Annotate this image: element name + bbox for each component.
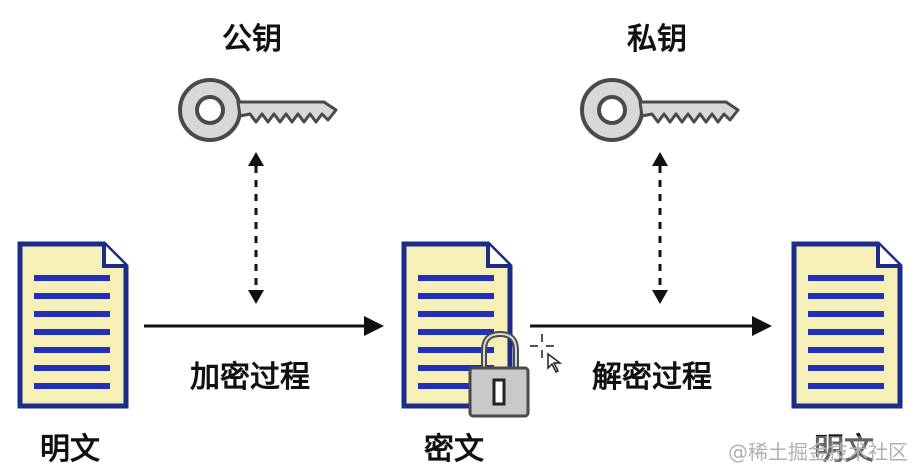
decrypted-plaintext-label: 明文 (814, 432, 874, 467)
padlock-icon (468, 330, 530, 418)
private-key-label: 私钥 (627, 22, 687, 57)
private-key-dashed-arrow (652, 152, 668, 304)
plaintext-label: 明文 (40, 432, 100, 467)
decrypt-process-label: 解密过程 (592, 360, 712, 395)
public-key-icon (178, 78, 338, 142)
plaintext-document-icon (17, 241, 129, 409)
decrypted-document-icon (791, 241, 903, 409)
public-key-label: 公钥 (222, 22, 282, 57)
public-key-dashed-arrow (248, 152, 264, 304)
decrypt-arrow (530, 316, 772, 336)
ciphertext-label: 密文 (424, 432, 484, 467)
watermark: @稀土掘金技术社区 (728, 436, 908, 465)
cursor-icon (530, 334, 563, 374)
private-key-icon (580, 78, 740, 142)
encrypt-arrow (144, 316, 384, 336)
encrypt-process-label: 加密过程 (190, 360, 310, 395)
